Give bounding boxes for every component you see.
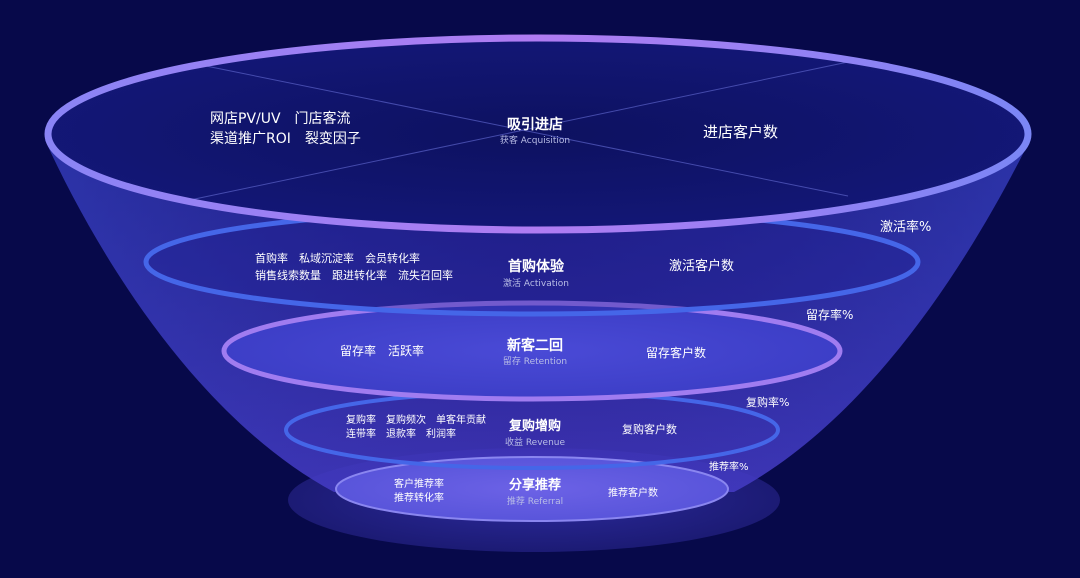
stage-3-title: 新客二回 bbox=[507, 338, 563, 354]
stage-2-metric-line-2: 销售线索数量 跟进转化率 流失召回率 bbox=[255, 269, 453, 282]
stage-1-metric-line-1: 网店PV/UV 门店客流 bbox=[210, 111, 351, 127]
rate-repurchase: 复购率% bbox=[746, 396, 790, 409]
stage-1-subtitle: 获客 Acquisition bbox=[499, 136, 571, 146]
stage-1-title: 吸引进店 bbox=[507, 117, 563, 133]
stage-1-metric-line-2: 渠道推广ROI 裂变因子 bbox=[210, 131, 361, 147]
stage-5-metric-line-1: 客户推荐率 bbox=[394, 479, 444, 490]
stage-3-disc bbox=[221, 300, 843, 402]
stage-4-count: 复购客户数 bbox=[622, 423, 677, 436]
stage-2-count: 激活客户数 bbox=[669, 259, 735, 274]
stage-4-title: 复购增购 bbox=[508, 419, 562, 434]
stage-2-metric-line-1: 首购率 私域沉淀率 会员转化率 bbox=[255, 252, 420, 265]
stage-4-metric-line-2: 连带率 退款率 利润率 bbox=[346, 429, 456, 440]
rate-retention: 留存率% bbox=[806, 308, 854, 322]
stage-1-ring bbox=[44, 34, 1032, 234]
stage-5-disc bbox=[335, 456, 729, 522]
top-divider-line bbox=[189, 61, 849, 201]
stage-4-subtitle: 收益 Revenue bbox=[504, 438, 566, 448]
stage-3-subtitle: 留存 Retention bbox=[502, 357, 568, 367]
stage-1-count: 进店客户数 bbox=[703, 123, 779, 141]
stage-1-top bbox=[48, 38, 1028, 230]
stage-5-subtitle: 推荐 Referral bbox=[506, 497, 564, 507]
rate-activation: 激活率% bbox=[880, 220, 932, 235]
stage-4-metric-line-1: 复购率 复购频次 单客年贡献 bbox=[346, 415, 486, 426]
top-divider-line bbox=[205, 65, 849, 197]
stage-5-count: 推荐客户数 bbox=[608, 488, 658, 499]
stage-5-metric-line-2: 推荐转化率 bbox=[394, 493, 444, 504]
rate-referral: 推荐率% bbox=[709, 462, 749, 473]
stage-3-count: 留存客户数 bbox=[646, 346, 707, 360]
stage-2-subtitle: 激活 Activation bbox=[503, 279, 569, 289]
stage-3-metrics: 留存率 活跃率 bbox=[340, 344, 425, 358]
stage-5-title: 分享推荐 bbox=[508, 478, 562, 493]
stage-2-title: 首购体验 bbox=[508, 259, 564, 275]
